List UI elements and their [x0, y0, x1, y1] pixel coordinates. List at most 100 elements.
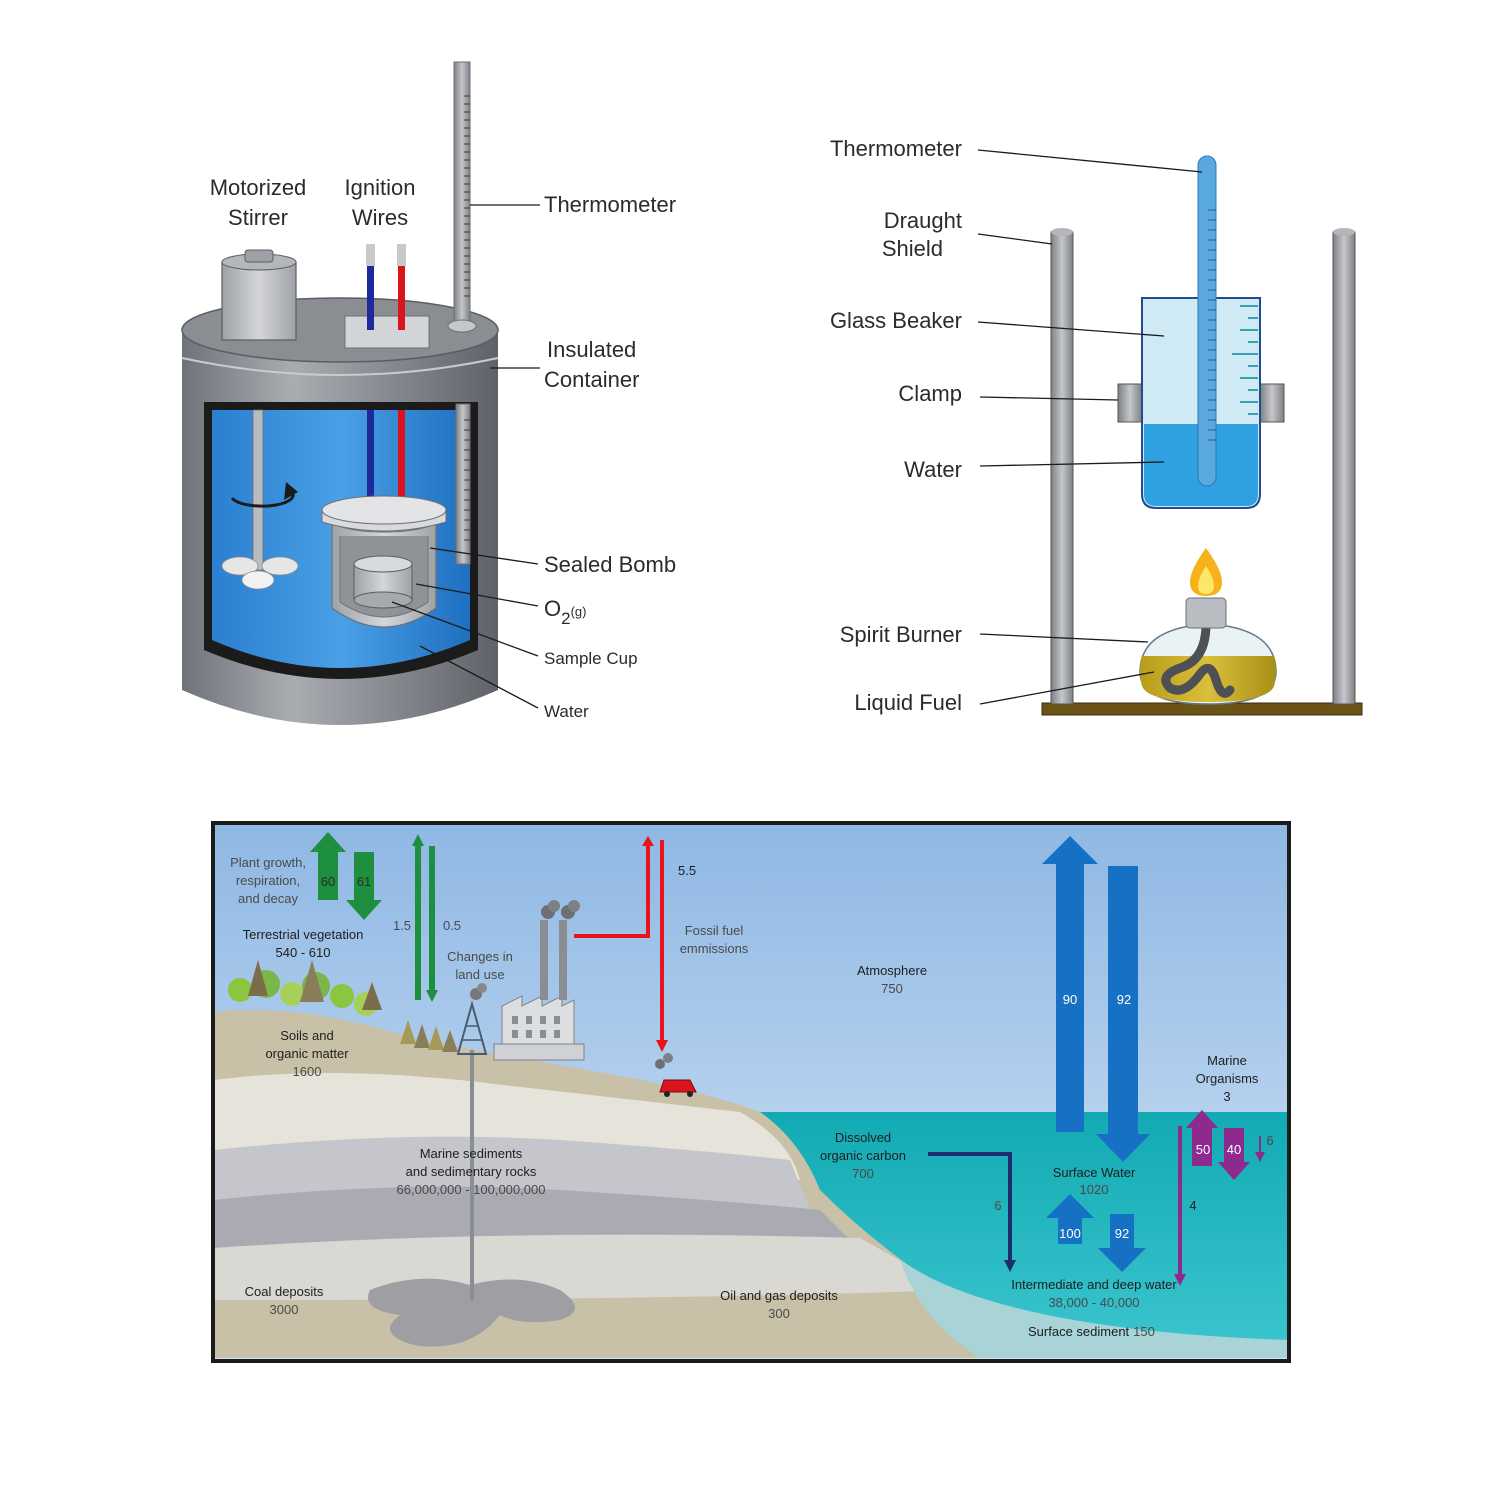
label-atmosphere: Atmosphere: [857, 963, 927, 978]
label-surface-water: Surface Water: [1053, 1165, 1136, 1180]
flux-plant-down: 61: [357, 874, 371, 889]
stirrer-shaft: [252, 409, 264, 571]
label-land-use-2: land use: [455, 967, 504, 982]
dissolved-flux-arrow: [928, 1152, 1016, 1272]
label-sealed-bomb: Sealed Bomb: [544, 552, 676, 577]
label-marine-sediments-2: and sedimentary rocks: [406, 1164, 537, 1179]
label-plant-growth-3: and decay: [238, 891, 298, 906]
arrow-ocean-down: [1096, 866, 1150, 1162]
label-motorized-stirrer-2: Stirrer: [228, 205, 288, 230]
leader-lines: [391, 204, 540, 709]
label-fossil-fuel-1: Fossil fuel: [685, 923, 744, 938]
value-oil-gas: 300: [768, 1306, 790, 1321]
label-spirit-burner: Spirit Burner: [840, 622, 962, 647]
arrow-marine-up: [1186, 1110, 1218, 1166]
flux-deep-down: 92: [1115, 1226, 1129, 1241]
flux-ocean-up: 90: [1063, 992, 1077, 1007]
thermometer-inner: [455, 403, 471, 565]
flux-ocean-down: 92: [1117, 992, 1131, 1007]
car: [659, 1079, 697, 1093]
green-flux-arrows: [310, 832, 438, 1002]
fossil-flux-arrows: [574, 836, 668, 1052]
trees: [228, 960, 458, 1052]
ignition-wire-blue: [367, 248, 374, 330]
label-ignition-wires-2: Wires: [352, 205, 408, 230]
value-marine-organisms: 3: [1223, 1089, 1230, 1104]
thermometer-rod: [453, 61, 471, 331]
base-board: [1041, 702, 1363, 716]
value-coal: 3000: [270, 1302, 299, 1317]
label-land-use-1: Changes in: [447, 949, 513, 964]
burner-wick: [1161, 619, 1235, 698]
flux-deep-up: 100: [1059, 1226, 1081, 1241]
arrow-land-down: [426, 846, 438, 1002]
flux-dissolved-to-deep: 6: [994, 1198, 1001, 1213]
liquid-fuel: [1140, 656, 1276, 702]
marine-flux-arrows: [1174, 1110, 1265, 1286]
value-marine-sediments: 66,000,000 - 100,000,000: [397, 1182, 546, 1197]
value-deep-water: 38,000 - 40,000: [1048, 1295, 1139, 1310]
arrow-land-up: [412, 834, 424, 1000]
flux-plant-up: 60: [321, 874, 335, 889]
flux-land-up: 1.5: [393, 918, 411, 933]
label-marine-organisms-2: Organisms: [1196, 1071, 1259, 1086]
surface-sediment: [900, 1260, 1288, 1358]
flux-marine-down: 40: [1227, 1142, 1241, 1157]
label-clamp: Clamp: [898, 381, 962, 406]
label-glass-beaker: Glass Beaker: [830, 308, 962, 333]
arrow-marine-small: [1255, 1136, 1265, 1162]
arrow-fossil-down: [656, 840, 668, 1052]
value-atmosphere: 750: [881, 981, 903, 996]
label-insulated-container-2: Container: [544, 367, 639, 392]
ignition-block: [344, 315, 430, 349]
flux-marine-small: 6: [1266, 1133, 1273, 1148]
spirit-burner-setup: Thermometer Draught Shield Glass Beaker …: [830, 136, 1363, 716]
value-soils: 1600: [293, 1064, 322, 1079]
flux-marine-to-deep: 4: [1189, 1198, 1196, 1213]
draught-shield-right: [1332, 231, 1356, 705]
thermometer-scale: [464, 95, 470, 297]
label-sample-cup: Sample Cup: [544, 649, 638, 668]
arrow-plant-down: [346, 852, 382, 920]
label-thermometer: Thermometer: [544, 192, 676, 217]
clamp-right: [1259, 383, 1285, 423]
label-oil-gas: Oil and gas deposits: [720, 1288, 838, 1303]
label-oxygen: O2(g): [544, 596, 586, 628]
motorized-stirrer: [221, 261, 297, 341]
arrow-marine-to-deep: [1174, 1126, 1186, 1286]
factory-base: [493, 1043, 585, 1061]
label-terrestrial-vegetation: Terrestrial vegetation: [243, 927, 364, 942]
stirrer-paddle: [221, 556, 259, 576]
arrow-plant-up: [310, 832, 346, 900]
flux-fossil: 5.5: [678, 863, 696, 878]
label-ignition-wires-1: Ignition: [345, 175, 416, 200]
ignition-wire-red: [398, 248, 405, 330]
label-insulated-container-1: Insulated: [547, 337, 636, 362]
arrow-deep-down: [1098, 1214, 1146, 1272]
oil-well-pipe: [470, 1050, 474, 1300]
label-liquid-fuel: Liquid Fuel: [854, 690, 962, 715]
value-dissolved: 700: [852, 1166, 874, 1181]
arrow-marine-down: [1218, 1128, 1250, 1180]
flux-marine-up: 50: [1196, 1142, 1210, 1157]
bomb-calorimeter: Motorized Stirrer Ignition Wires Thermom…: [181, 61, 676, 725]
label-deep-water: Intermediate and deep water: [1011, 1277, 1177, 1292]
beaker-scale: [1232, 305, 1258, 415]
label-draught-shield-1: Draught: [884, 208, 962, 233]
label-dissolved-2: organic carbon: [820, 1148, 906, 1163]
label-fossil-fuel-2: emmissions: [680, 941, 749, 956]
label-marine-organisms-1: Marine: [1207, 1053, 1247, 1068]
value-terrestrial-vegetation: 540 - 610: [276, 945, 331, 960]
draught-shield-left: [1050, 231, 1074, 705]
arrow-deep-up: [1046, 1194, 1094, 1244]
clamp-left: [1117, 383, 1143, 423]
burner-cap: [1185, 597, 1227, 629]
oil-deposit: [368, 1278, 575, 1347]
carbon-cycle-frame: [211, 821, 1291, 1363]
label-dissolved-1: Dissolved: [835, 1130, 891, 1145]
arrow-fossil-up: [574, 836, 654, 938]
label-coal: Coal deposits: [245, 1284, 324, 1299]
ocean-flux-arrows: [1042, 836, 1150, 1272]
label-soils-1: Soils and: [280, 1028, 333, 1043]
